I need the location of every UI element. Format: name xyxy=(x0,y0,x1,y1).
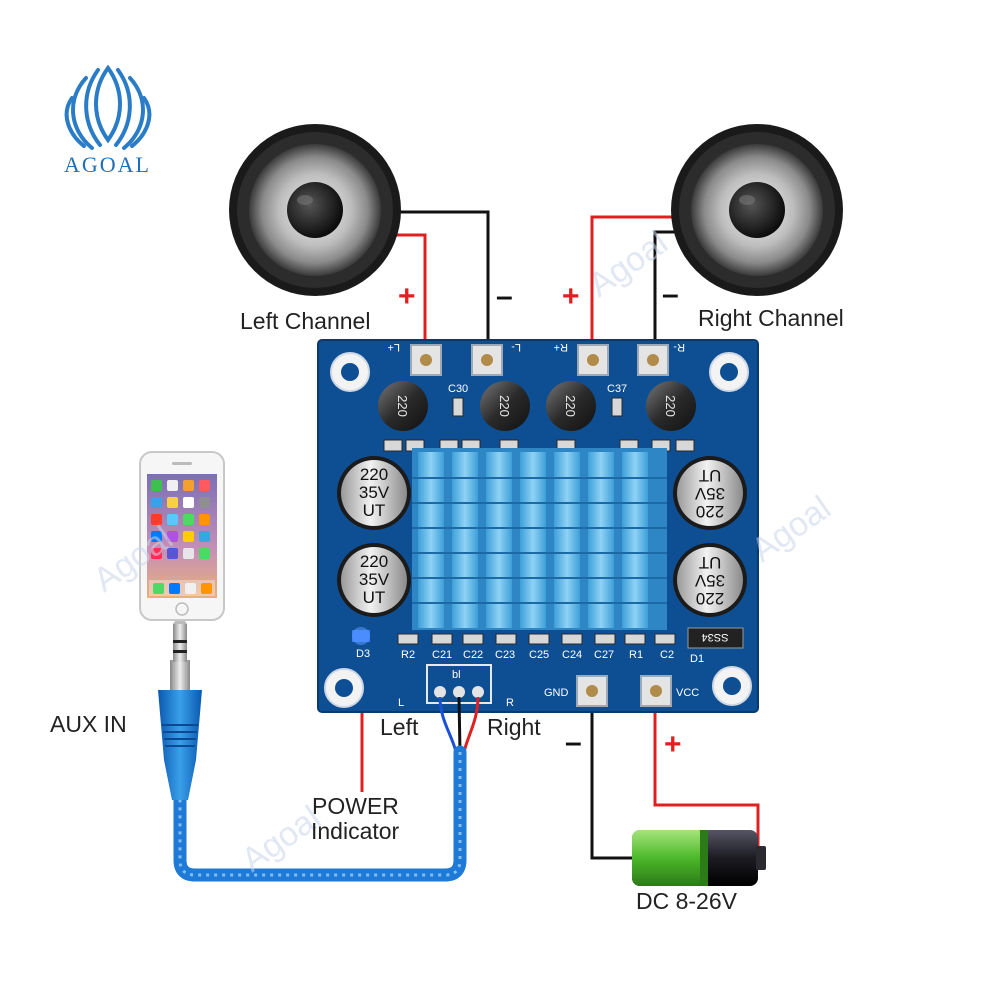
power-indicator-label-line1: POWER xyxy=(312,793,399,819)
silk-c37: C37 xyxy=(607,383,627,395)
capacitor-marking: 35V xyxy=(694,571,725,590)
silk-c2: C2 xyxy=(660,649,674,661)
silk-l-minus: L- xyxy=(511,341,521,353)
silk-c30: C30 xyxy=(448,383,468,395)
capacitor-marking: 220 xyxy=(360,552,388,571)
silk-c24: C24 xyxy=(562,649,582,661)
silk-c25: C25 xyxy=(529,649,549,661)
capacitor-marking: UT xyxy=(363,501,386,520)
silk-l-plus: L+ xyxy=(387,341,400,353)
left-channel-label: Left Channel xyxy=(240,308,371,334)
silk-input-r: R xyxy=(506,697,514,709)
capacitor-marking: 220 xyxy=(696,589,724,608)
inductor-marking: 220 xyxy=(663,395,678,417)
app-icons xyxy=(149,480,215,596)
capacitor-marking: UT xyxy=(699,553,722,572)
silk-r1: R1 xyxy=(629,649,643,661)
agoal-logo xyxy=(64,64,152,150)
silk-input-mark: bl xyxy=(452,669,461,681)
brand-logo-text: AGOAL xyxy=(64,152,151,177)
aux-in-label: AUX IN xyxy=(50,711,127,737)
right-channel-label: Right Channel xyxy=(698,305,844,331)
diode-d1 xyxy=(687,627,744,649)
capacitor-marking: UT xyxy=(363,588,386,607)
silk-d1: D1 xyxy=(690,653,704,665)
right-speaker xyxy=(671,124,843,296)
capacitor-marking: 35V xyxy=(359,483,390,502)
capacitor-marking: 35V xyxy=(359,570,390,589)
heatsink xyxy=(412,448,667,630)
amplifier-board: 220 220 220 220 xyxy=(317,339,759,713)
left-minus-sign: – xyxy=(496,280,513,313)
electrolytic-capacitors xyxy=(337,456,747,617)
right-plus-sign: + xyxy=(562,280,580,313)
inductor-marking: 220 xyxy=(563,395,578,417)
diode-ss34-label: SS34 xyxy=(702,631,729,643)
power-indicator-label-line2: Indicator xyxy=(311,818,400,844)
vcc-plus-sign: + xyxy=(664,728,682,761)
inductors xyxy=(378,381,696,431)
capacitor-marking: 220 xyxy=(360,465,388,484)
left-speaker xyxy=(229,124,401,296)
silk-d3: D3 xyxy=(356,648,370,660)
capacitor-marking: 220 xyxy=(696,502,724,521)
left-input-label: Left xyxy=(380,714,419,740)
smartphone xyxy=(139,451,225,621)
silk-gnd: GND xyxy=(544,687,569,699)
silk-c27: C27 xyxy=(594,649,614,661)
gnd-minus-sign: – xyxy=(565,726,582,759)
capacitor-marking: 35V xyxy=(694,484,725,503)
silk-c21: C21 xyxy=(432,649,452,661)
battery xyxy=(632,830,766,886)
dc-supply-label: DC 8-26V xyxy=(636,888,737,914)
silk-input-l: L xyxy=(398,697,404,709)
inductor-marking: 220 xyxy=(395,395,410,417)
audio-input-wires xyxy=(438,696,480,753)
silk-c22: C22 xyxy=(463,649,483,661)
left-plus-sign: + xyxy=(398,280,416,313)
silk-r-plus: R+ xyxy=(554,341,568,353)
right-input-label: Right xyxy=(487,714,541,740)
silk-r-minus: R- xyxy=(673,341,685,353)
aux-cable xyxy=(158,618,467,882)
right-minus-sign: – xyxy=(662,278,679,311)
power-wires xyxy=(590,700,760,860)
silk-vcc: VCC xyxy=(676,687,699,699)
silk-c23: C23 xyxy=(495,649,515,661)
silk-r2: R2 xyxy=(401,649,415,661)
inductor-marking: 220 xyxy=(497,395,512,417)
capacitor-marking: UT xyxy=(699,466,722,485)
bottom-smd-row xyxy=(397,633,676,645)
